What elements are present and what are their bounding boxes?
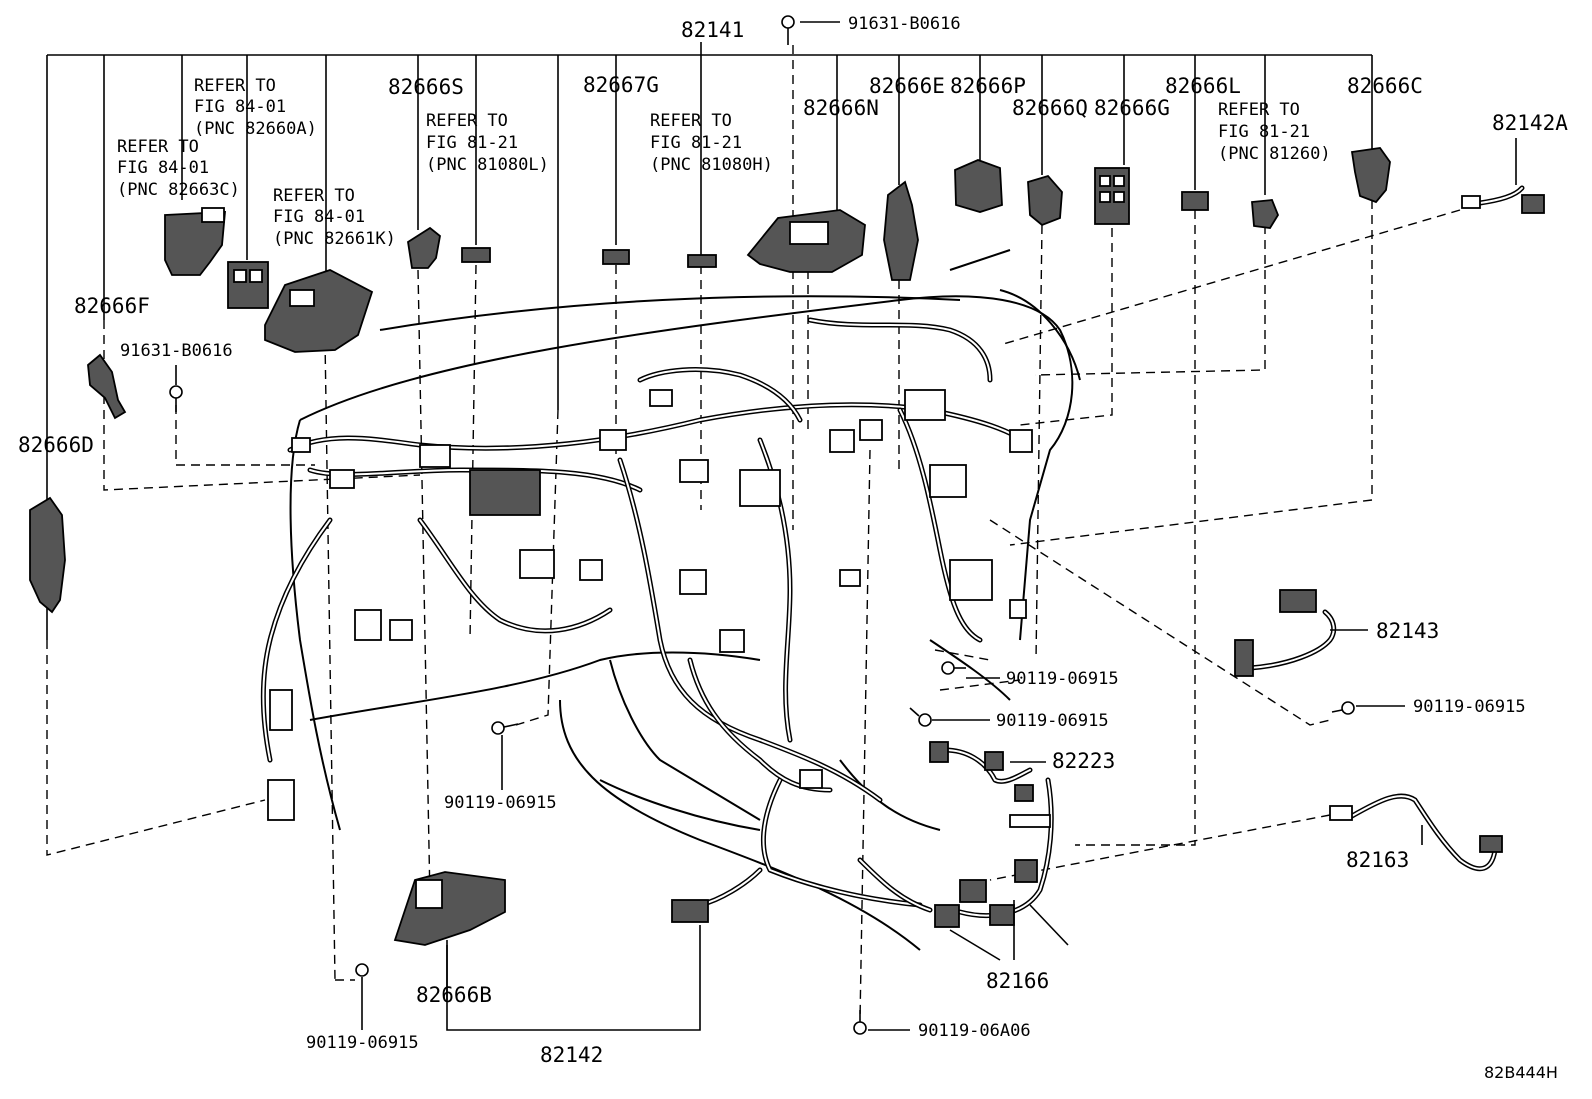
- note-line-1: REFER TO: [273, 186, 355, 206]
- note-refer-81-21-81260: REFER TO FIG 81-21 (PNC 81260): [1218, 100, 1331, 164]
- label-82666C: 82666C: [1347, 74, 1423, 98]
- note-line-3: (PNC 81260): [1218, 144, 1331, 164]
- fastener-90119-far: [1331, 701, 1405, 715]
- part-82166: [934, 777, 1054, 928]
- note-line-2: FIG 84-01: [273, 207, 365, 227]
- label-90119-far: 90119-06915: [1413, 697, 1526, 717]
- dashed-leaders: [46, 45, 1461, 1021]
- part-82163: [1329, 793, 1503, 872]
- label-82666D: 82666D: [18, 433, 94, 457]
- label-82666Q: 82666Q: [1012, 96, 1088, 120]
- label-82667G: 82667G: [583, 73, 659, 97]
- part-82666E: [883, 180, 919, 281]
- part-81080H: [687, 254, 717, 268]
- note-line-2: FIG 84-01: [117, 158, 209, 178]
- label-82142: 82142: [540, 1043, 603, 1067]
- label-82666S: 82666S: [388, 75, 464, 99]
- part-82666L: [1181, 191, 1209, 211]
- note-line-1: REFER TO: [650, 111, 732, 131]
- label-82166: 82166: [986, 969, 1049, 993]
- part-82142: [671, 867, 763, 923]
- part-82666N: [746, 209, 866, 273]
- part-82666C: [1350, 147, 1391, 204]
- part-82663C: [164, 207, 226, 276]
- note-line-3: (PNC 81080H): [650, 155, 773, 175]
- fastener-90119-bl: [355, 963, 369, 1030]
- note-line-2: FIG 81-21: [426, 133, 518, 153]
- fastener-91631-top: [781, 15, 840, 45]
- fastener-90119-mid: [491, 721, 519, 790]
- part-82666Q: [1027, 174, 1063, 227]
- label-90119-r1: 90119-06915: [1006, 669, 1119, 689]
- fastener-90119-06A06: [853, 1010, 910, 1035]
- note-line-3: (PNC 82663C): [117, 180, 240, 200]
- note-refer-84-01-82663C: REFER TO FIG 84-01 (PNC 82663C): [117, 137, 240, 200]
- part-82143: [1234, 589, 1337, 677]
- note-line-3: (PNC 81080L): [426, 155, 549, 175]
- label-82666B: 82666B: [416, 983, 492, 1007]
- main-harness: [260, 317, 1033, 913]
- note-line-1: REFER TO: [426, 111, 508, 131]
- part-82666G: [1094, 167, 1130, 225]
- label-91631-top: 91631-B0616: [848, 14, 961, 34]
- part-82661K: [264, 269, 374, 353]
- label-82223: 82223: [1052, 749, 1115, 773]
- label-82666P: 82666P: [950, 74, 1026, 98]
- fastener-91631-left: [169, 365, 183, 412]
- dash-panel-outline: [289, 249, 1081, 951]
- label-leaders: [446, 138, 1517, 1031]
- label-82666F: 82666F: [74, 294, 150, 318]
- note-refer-84-01-82660A: REFER TO FIG 84-01 (PNC 82660A): [194, 76, 317, 139]
- label-82666L: 82666L: [1165, 74, 1241, 98]
- note-refer-81-21-81080L: REFER TO FIG 81-21 (PNC 81080L): [426, 111, 549, 175]
- part-82223: [929, 741, 1034, 802]
- note-line-3: (PNC 82661K): [273, 229, 396, 249]
- label-82143: 82143: [1376, 619, 1439, 643]
- note-line-2: FIG 84-01: [194, 97, 286, 117]
- part-82666S: [407, 226, 441, 269]
- part-82666F: [87, 353, 127, 420]
- harness-connectors: [267, 389, 1033, 821]
- label-82142A: 82142A: [1492, 111, 1568, 135]
- note-line-1: REFER TO: [1218, 100, 1300, 120]
- label-91631-left: 91631-B0616: [120, 341, 233, 361]
- label-82163: 82163: [1346, 848, 1409, 872]
- note-refer-84-01-82661K: REFER TO FIG 84-01 (PNC 82661K): [273, 186, 396, 249]
- part-82142A: [1461, 185, 1545, 214]
- fastener-90119-r1: [941, 661, 1000, 679]
- note-line-3: (PNC 82660A): [194, 119, 317, 139]
- part-81260: [1251, 199, 1280, 229]
- part-82666B: [393, 871, 506, 946]
- label-82666N: 82666N: [803, 96, 879, 120]
- label-90119-bl: 90119-06915: [306, 1033, 419, 1053]
- note-line-2: FIG 81-21: [650, 133, 742, 153]
- note-refer-81-21-81080H: REFER TO FIG 81-21 (PNC 81080H): [650, 111, 773, 175]
- part-82660A: [227, 261, 269, 309]
- note-line-2: FIG 81-21: [1218, 122, 1310, 142]
- part-81080L: [461, 247, 491, 263]
- part-82667G: [602, 249, 630, 265]
- label-82666E: 82666E: [869, 74, 945, 98]
- bracket-drops: [103, 55, 1266, 410]
- label-90119-mid: 90119-06915: [444, 793, 557, 813]
- image-code: 82B444H: [1484, 1063, 1558, 1082]
- label-82666G: 82666G: [1094, 96, 1170, 120]
- note-line-1: REFER TO: [194, 76, 276, 96]
- part-82666P: [954, 159, 1003, 213]
- label-90119-r2: 90119-06915: [996, 711, 1109, 731]
- label-90119-06A06: 90119-06A06: [918, 1021, 1031, 1041]
- part-82666D: [29, 496, 66, 614]
- note-line-1: REFER TO: [117, 137, 199, 157]
- label-82141: 82141: [681, 18, 744, 42]
- fastener-90119-r2: [909, 707, 990, 727]
